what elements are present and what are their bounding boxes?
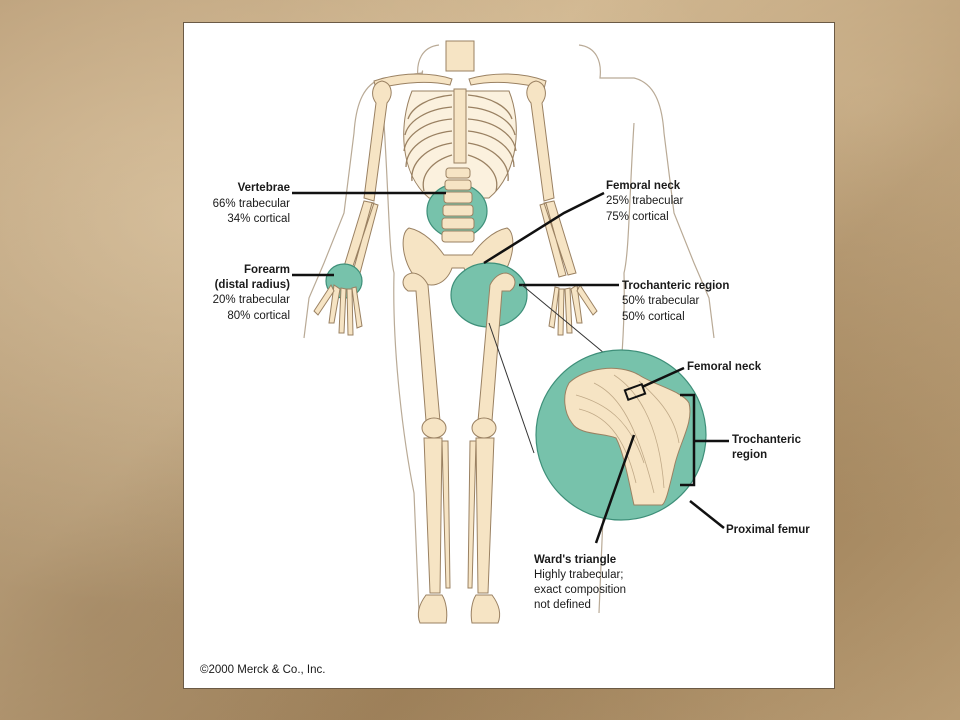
diagram-panel: Vertebrae 66% trabecular 34% cortical Fo… (183, 22, 835, 689)
foot-left (417, 594, 448, 624)
forearm-title: Forearm (244, 264, 290, 276)
inset-femoral-neck-label: Femoral neck (687, 361, 762, 373)
label-wards-triangle: Ward's triangle Highly trabecular; exact… (534, 554, 626, 611)
forearm-title2: (distal radius) (215, 279, 291, 291)
foot-right (470, 594, 501, 624)
trochanteric-title: Trochanteric region (622, 280, 729, 292)
label-forearm: Forearm (distal radius) 20% trabecular 8… (213, 264, 291, 322)
tibia-right (467, 437, 495, 594)
label-femoral-neck: Femoral neck 25% trabecular 75% cortical (606, 180, 684, 223)
forearm-line1: 20% trabecular (213, 294, 291, 306)
tibia-left (423, 437, 451, 594)
label-vertebrae: Vertebrae 66% trabecular 34% cortical (213, 182, 291, 225)
femoral-neck-line2: 75% cortical (606, 211, 669, 223)
trochanteric-line2: 50% cortical (622, 311, 685, 323)
forearm-right (539, 200, 577, 278)
hand-right (548, 283, 598, 336)
inset-trochanteric-bracket (680, 393, 729, 487)
inset-femoral-neck-marker (623, 382, 647, 402)
inset-connector-bottom (488, 322, 535, 454)
rib-cage (403, 88, 517, 199)
vertebrae-line1: 66% trabecular (213, 198, 291, 210)
vertebrae-line2: 34% cortical (227, 213, 290, 225)
femoral-neck-title: Femoral neck (606, 180, 681, 192)
patella-left (421, 417, 447, 439)
leader-femoral-neck (483, 191, 605, 265)
inset-connector-top (521, 284, 605, 354)
wards-line2: exact composition (534, 584, 626, 596)
humerus-right (526, 80, 555, 202)
vertebrae-title: Vertebrae (238, 182, 290, 194)
leader-inset-femoral-neck (641, 366, 685, 389)
humerus-left (363, 80, 392, 202)
lumbar-spine (441, 167, 475, 243)
clavicle-left (373, 73, 453, 90)
hand-left (313, 283, 363, 336)
copyright: ©2000 Merck & Co., Inc. (200, 664, 325, 676)
wards-line3: not defined (534, 599, 591, 611)
femoral-neck-line1: 25% trabecular (606, 195, 684, 207)
body-outline (303, 44, 715, 614)
femur-left (402, 272, 441, 422)
patella-right (471, 417, 497, 439)
leader-wards-triangle (594, 434, 636, 544)
skeleton-diagram: Vertebrae 66% trabecular 34% cortical Fo… (200, 40, 810, 676)
forearm-line2: 80% cortical (227, 310, 290, 322)
leader-proximal-femur (689, 500, 725, 529)
wards-line1: Highly trabecular; (534, 569, 623, 581)
trochanteric-line1: 50% trabecular (622, 295, 700, 307)
label-trochanteric: Trochanteric region 50% trabecular 50% c… (622, 280, 729, 323)
cervical-spine (445, 40, 475, 72)
wards-title: Ward's triangle (534, 554, 616, 566)
inset-trabecular-lines (575, 374, 680, 494)
inset-trochanteric-label-2: region (732, 449, 767, 461)
inset-trochanteric-label-1: Trochanteric (732, 434, 802, 446)
proximal-femur-label: Proximal femur (726, 524, 810, 536)
